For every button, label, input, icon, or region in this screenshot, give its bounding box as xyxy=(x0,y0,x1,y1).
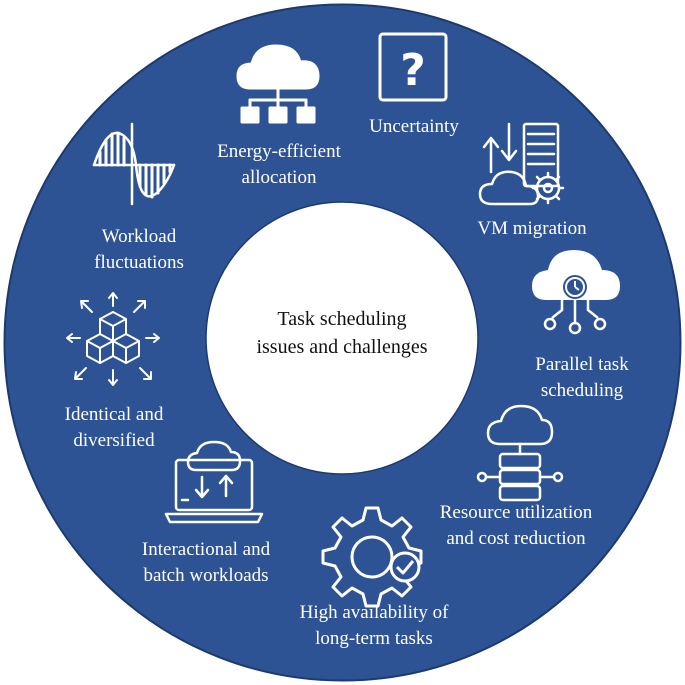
label-line: Energy-efficient xyxy=(217,141,341,162)
label-line: High availability of xyxy=(299,602,449,623)
label-line: fluctuations xyxy=(94,252,184,273)
label-interactional-batch: Interactional and batch workloads xyxy=(142,537,270,589)
cloud-database-icon xyxy=(476,404,564,502)
label-resource-utilization: Resource utilization and cost reduction xyxy=(440,500,592,552)
label-line: scheduling xyxy=(540,380,624,401)
label-vm-migration: VM migration xyxy=(477,216,586,242)
center-title-line1: Task scheduling xyxy=(277,308,407,330)
label-parallel-task: Parallel task scheduling xyxy=(535,352,628,404)
label-line: Interactional and xyxy=(141,539,271,560)
label-energy-efficient: Energy-efficient allocation xyxy=(217,139,341,191)
label-line: and cost reduction xyxy=(446,528,586,549)
label-line: Resource utilization xyxy=(439,502,593,523)
gear-check-icon xyxy=(321,506,423,608)
label-uncertainty: Uncertainty xyxy=(369,114,459,140)
center-title-line2: issues and challenges xyxy=(256,336,428,358)
label-line: Parallel task xyxy=(535,354,629,375)
label-identical-diversified: Identical and diversified xyxy=(65,402,164,454)
label-line: Workload xyxy=(101,226,177,247)
label-line: diversified xyxy=(73,430,155,451)
laptop-cloud-icon xyxy=(164,440,264,524)
cloud-network-icon xyxy=(236,44,320,124)
question-mark-icon: ? xyxy=(378,32,448,102)
svg-text:?: ? xyxy=(400,45,426,96)
label-line: Identical and xyxy=(64,404,164,425)
label-line: long-term tasks xyxy=(315,628,433,649)
wave-fluctuation-icon xyxy=(92,122,176,206)
label-line: VM migration xyxy=(477,218,587,239)
cubes-expand-icon xyxy=(66,292,160,386)
center-circle xyxy=(205,201,479,475)
cloud-clock-icon xyxy=(532,250,620,335)
label-workload-fluctuations: Workload fluctuations xyxy=(94,224,184,276)
center-title: Task scheduling issues and challenges xyxy=(256,305,427,361)
label-line: Uncertainty xyxy=(369,116,459,137)
label-line: allocation xyxy=(241,167,317,188)
label-high-availability: High availability of long-term tasks xyxy=(300,600,449,652)
label-line: batch workloads xyxy=(143,565,269,586)
server-cloud-gear-icon xyxy=(478,122,565,206)
